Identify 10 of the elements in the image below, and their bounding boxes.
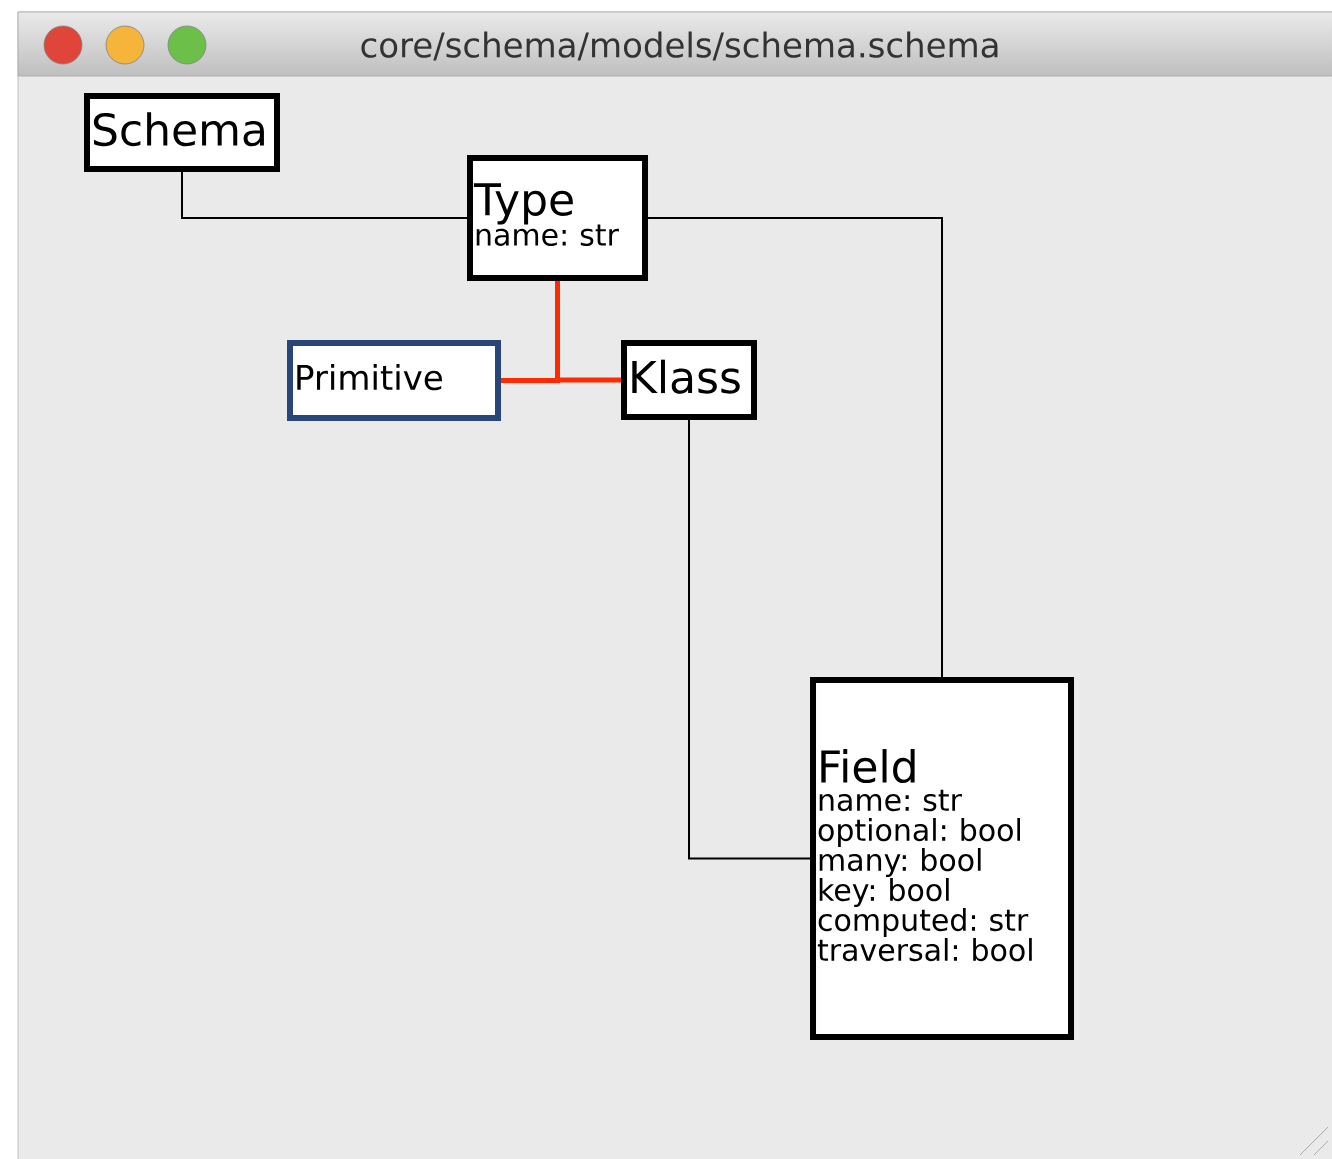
window-title: core/schema/models/schema.schema — [361, 31, 998, 61]
connector-line — [647, 217, 943, 678]
class-box: Type name: str — [467, 155, 648, 281]
selected-class-box: Primitive — [287, 340, 501, 421]
class-box: Schema — [84, 93, 280, 172]
connector-line — [181, 171, 468, 219]
connector-line — [688, 419, 811, 860]
connector-line — [555, 281, 621, 383]
class-box: Field name: str optional: bool many: bool key: bool computed: str traversal: bool — [810, 677, 1074, 1040]
class-box: Klass — [621, 340, 757, 420]
